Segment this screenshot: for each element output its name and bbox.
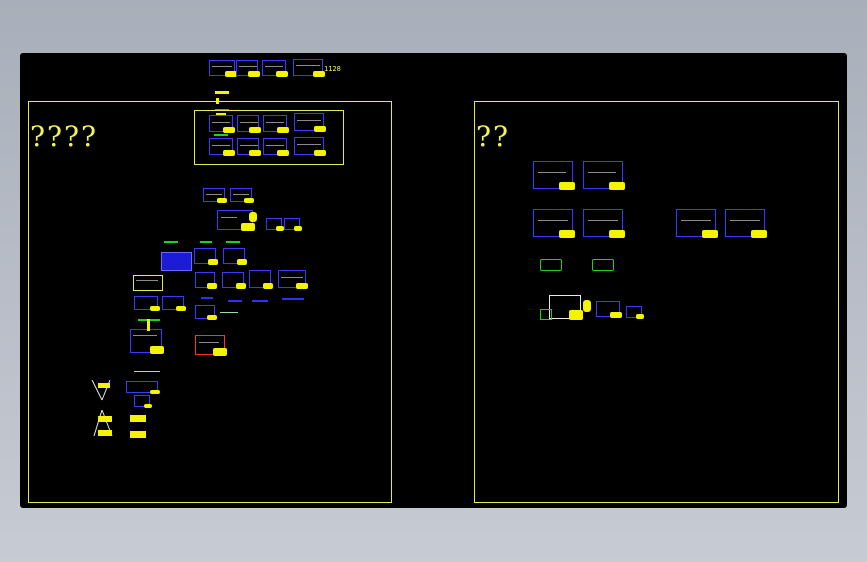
yellow-mark bbox=[583, 300, 591, 312]
drawing-sheet[interactable] bbox=[533, 209, 575, 238]
drawing-sheet[interactable] bbox=[293, 59, 325, 77]
yellow-mark bbox=[216, 113, 226, 116]
drawing-sheet[interactable] bbox=[294, 113, 326, 132]
drawing-sheet[interactable] bbox=[133, 275, 163, 291]
header-note: 1128 bbox=[324, 65, 341, 73]
drawing-sheet[interactable] bbox=[195, 272, 217, 289]
drawing-sheet[interactable] bbox=[725, 209, 767, 238]
drawing-sheet[interactable] bbox=[263, 115, 289, 133]
drawing-sheet[interactable] bbox=[237, 115, 261, 133]
green-outline[interactable] bbox=[540, 309, 552, 320]
drawing-sheet[interactable] bbox=[278, 270, 308, 289]
drawing-sheet[interactable] bbox=[263, 138, 289, 156]
green-outline[interactable] bbox=[592, 259, 614, 271]
left-frame-title: ???? bbox=[30, 120, 99, 153]
blue-line bbox=[282, 298, 304, 300]
blue-fill-block[interactable] bbox=[161, 252, 192, 271]
yellow-mark bbox=[147, 319, 150, 331]
drawing-sheet[interactable] bbox=[195, 335, 227, 356]
yellow-mark bbox=[98, 430, 112, 436]
drawing-sheet[interactable] bbox=[195, 305, 217, 320]
drawing-sheet[interactable] bbox=[262, 60, 288, 77]
drawing-sheet[interactable] bbox=[284, 218, 302, 231]
blue-line bbox=[201, 297, 213, 299]
drawing-sheet[interactable] bbox=[130, 329, 164, 354]
drawing-sheet[interactable] bbox=[223, 248, 247, 265]
drawing-sheet[interactable] bbox=[194, 248, 218, 265]
drawing-sheet[interactable] bbox=[294, 137, 326, 156]
green-line bbox=[134, 371, 160, 372]
drawing-sheet[interactable] bbox=[236, 60, 260, 77]
drawing-sheet[interactable] bbox=[676, 209, 718, 238]
drawing-sheet[interactable] bbox=[134, 296, 160, 311]
blue-line bbox=[252, 300, 268, 302]
drawing-sheet[interactable] bbox=[126, 381, 160, 394]
drawing-sheet[interactable] bbox=[209, 138, 235, 156]
left-drawing-frame[interactable] bbox=[28, 101, 392, 503]
group-box[interactable] bbox=[194, 110, 344, 165]
drawing-sheet[interactable] bbox=[162, 296, 186, 311]
green-line bbox=[226, 241, 240, 243]
drawing-sheet[interactable] bbox=[533, 161, 575, 190]
yellow-mark bbox=[130, 431, 146, 438]
yellow-mark bbox=[249, 212, 257, 222]
drawing-sheet[interactable] bbox=[596, 301, 622, 318]
green-line bbox=[220, 312, 238, 313]
drawing-sheet[interactable] bbox=[583, 161, 625, 190]
drawing-sheet[interactable] bbox=[217, 210, 255, 231]
drawing-sheet[interactable] bbox=[222, 272, 246, 289]
yellow-mark bbox=[130, 415, 146, 422]
green-line bbox=[164, 241, 178, 243]
yellow-mark bbox=[98, 416, 112, 422]
drawing-sheet[interactable] bbox=[230, 188, 254, 203]
drawing-sheet[interactable] bbox=[203, 188, 227, 203]
green-line bbox=[214, 134, 228, 136]
drawing-sheet[interactable] bbox=[549, 295, 583, 320]
drawing-sheet[interactable] bbox=[626, 306, 644, 319]
yellow-mark bbox=[98, 383, 110, 388]
drawing-sheet[interactable] bbox=[209, 60, 237, 77]
drawing-sheet[interactable] bbox=[266, 218, 284, 231]
drawing-sheet[interactable] bbox=[237, 138, 261, 156]
right-frame-title: ?? bbox=[476, 120, 511, 153]
drawing-sheet[interactable] bbox=[134, 395, 152, 408]
drawing-sheet[interactable] bbox=[209, 115, 235, 133]
blue-line bbox=[228, 300, 242, 302]
drawing-canvas[interactable]: 1128 ???? bbox=[20, 53, 847, 508]
drawing-sheet[interactable] bbox=[249, 270, 273, 289]
right-drawing-frame[interactable] bbox=[474, 101, 839, 503]
green-line bbox=[200, 241, 212, 243]
green-outline[interactable] bbox=[540, 259, 562, 271]
yellow-mark bbox=[215, 91, 229, 94]
drawing-sheet[interactable] bbox=[583, 209, 625, 238]
